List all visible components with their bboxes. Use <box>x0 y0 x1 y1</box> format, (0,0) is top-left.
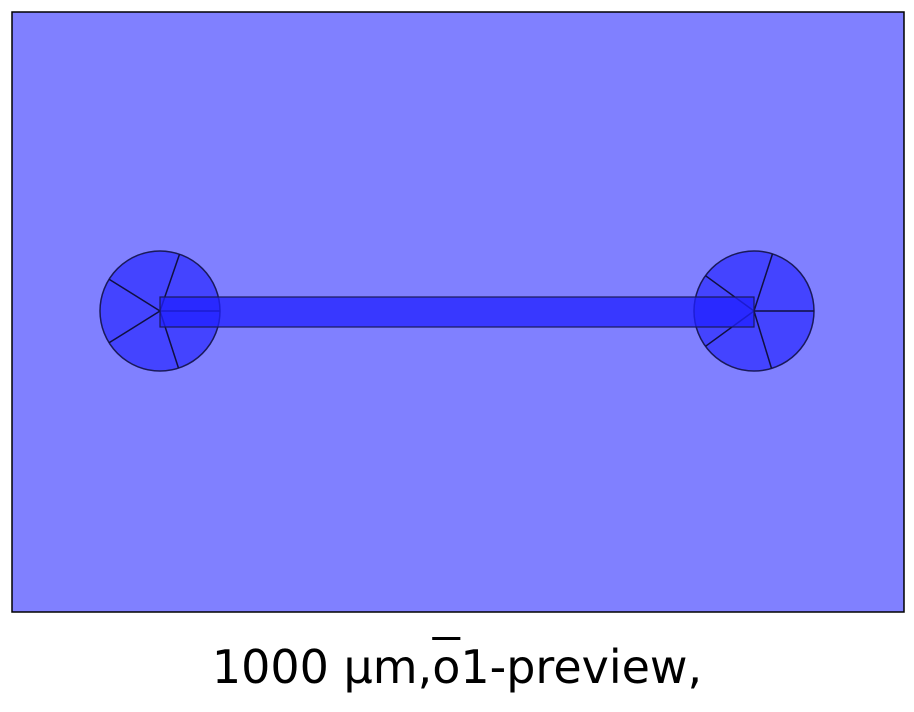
caption-overlined: o <box>432 640 461 694</box>
caption-prefix: 1000 µm, <box>211 640 433 694</box>
diagram-canvas <box>11 11 905 613</box>
channel-rect <box>159 296 755 328</box>
right-pad-segment-line-1 <box>753 253 774 312</box>
right-pad-segment-line-3 <box>753 310 773 369</box>
caption-suffix: 1-preview, <box>460 640 703 694</box>
left-pad-segment-line-4 <box>108 310 161 344</box>
left-pad-segment-line-5 <box>108 278 161 312</box>
caption: 1000 µm,o1-preview, <box>0 640 914 695</box>
